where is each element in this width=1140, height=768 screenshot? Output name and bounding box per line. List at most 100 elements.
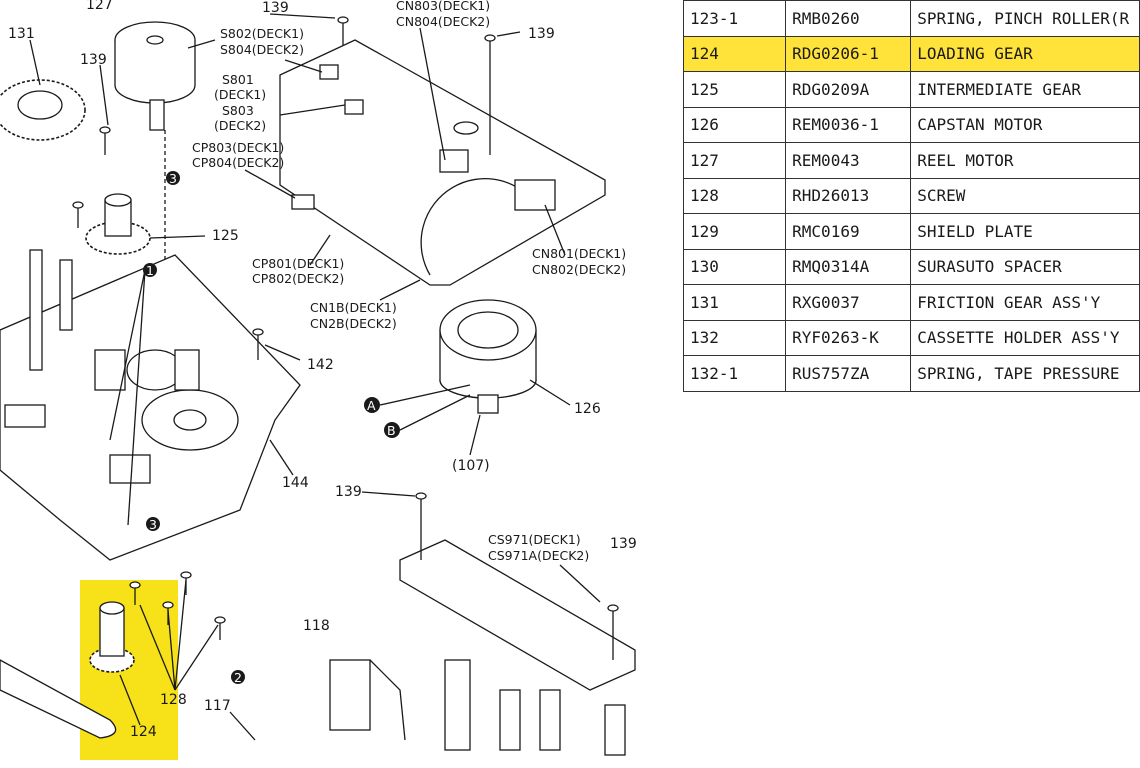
description-cell: FRICTION GEAR ASS'Y [910,284,1140,321]
label-144: 144 [282,475,309,491]
label-cn801: CN801(DECK1) [532,246,626,261]
label-s802: S802(DECK1) [220,26,304,41]
marker-a: A [364,397,380,413]
ref-number-cell: 127 [682,142,787,179]
label-cn1b: CN1B(DECK1) [310,300,397,315]
ref-number-cell: 129 [682,213,787,250]
label-s803: S803 [222,103,254,118]
label-cp801: CP801(DECK1) [252,256,344,271]
label-139-a: 139 [80,52,107,68]
label-139-c: 139 [528,26,555,42]
description-cell: CAPSTAN MOTOR [910,106,1140,143]
ref-number-cell: 126 [682,106,787,143]
label-cn804: CN804(DECK2) [396,14,490,29]
svg-text:B: B [387,423,396,438]
svg-text:1: 1 [146,263,154,278]
label-107: (107) [452,458,490,474]
description-cell: SHIELD PLATE [910,213,1140,250]
description-cell: SURASUTO SPACER [910,248,1140,285]
ref-number-cell: 125 [682,71,787,108]
label-142: 142 [307,357,334,373]
part-number-cell: RMQ0314A [785,248,912,285]
label-139-b: 139 [262,0,289,16]
label-125: 125 [212,228,239,244]
screws [72,16,619,660]
part-number-cell: RYF0263-K [785,319,912,356]
svg-text:3: 3 [149,517,157,532]
marker-2: 2 [231,670,245,685]
loading-gear-124 [0,601,135,739]
label-cs971a: CS971A(DECK2) [488,548,589,563]
label-117: 117 [204,698,231,714]
part-number-cell: RDG0206-1 [785,35,912,72]
marker-3-bottom: 3 [146,517,160,532]
leader-lines [29,13,601,741]
marker-1: 1 [143,263,157,278]
part-number-cell: RDG0209A [785,71,912,108]
label-139-d: 139 [335,484,362,500]
ref-number-cell: 128 [682,177,787,214]
svg-text:2: 2 [234,670,242,685]
main-chassis [0,249,301,561]
label-127: 127 [86,0,113,13]
capstan-motor-126 [379,299,537,431]
ref-number-cell: 131 [682,284,787,321]
ref-number-cell: 130 [682,248,787,285]
description-cell: SCREW [910,177,1140,214]
label-cp803: CP803(DECK1) [192,140,284,155]
label-cn803: CN803(DECK1) [396,0,490,13]
description-cell: CASSETTE HOLDER ASS'Y [910,319,1140,356]
part-number-cell: RUS757ZA [785,355,912,392]
svg-text:3: 3 [169,171,177,186]
marker-b: B [384,422,400,438]
label-cn2b: CN2B(DECK2) [310,316,397,331]
part-number-cell: RXG0037 [785,284,912,321]
label-131: 131 [8,26,35,42]
part-number-cell: RHD26013 [785,177,912,214]
description-cell: SPRING, TAPE PRESSURE [910,355,1140,392]
label-124: 124 [130,724,157,740]
reel-motor-127 [114,21,196,400]
part-number-cell: RMB0260 [785,0,912,37]
control-pcb [279,39,606,286]
label-s803-deck: (DECK2) [214,118,266,133]
cs971-board [329,539,636,756]
intermediate-gear-125 [85,193,151,255]
ref-number-cell: 123-1 [682,0,787,37]
ref-number-cell: 132-1 [682,355,787,392]
ref-number-cell: 132 [682,319,787,356]
label-128: 128 [160,692,187,708]
description-cell: REEL MOTOR [910,142,1140,179]
part-number-cell: REM0043 [785,142,912,179]
label-cn802: CN802(DECK2) [532,262,626,277]
label-cs971: CS971(DECK1) [488,532,581,547]
label-139-e: 139 [610,536,637,552]
label-s804: S804(DECK2) [220,42,304,57]
svg-text:A: A [367,398,376,413]
label-s801: S801 [222,72,254,87]
part-number-cell: RMC0169 [785,213,912,250]
label-cp804: CP804(DECK2) [192,155,284,170]
ref-number-cell: 124 [682,35,787,72]
description-cell: LOADING GEAR [910,35,1140,72]
label-cp802: CP802(DECK2) [252,271,344,286]
label-126: 126 [574,401,601,417]
marker-3-top: 3 [166,171,180,186]
description-cell: SPRING, PINCH ROLLER(R [910,0,1140,37]
label-s801-deck: (DECK1) [214,87,266,102]
friction-gear-131 [0,79,86,141]
label-118: 118 [303,618,330,634]
description-cell: INTERMEDIATE GEAR [910,71,1140,108]
